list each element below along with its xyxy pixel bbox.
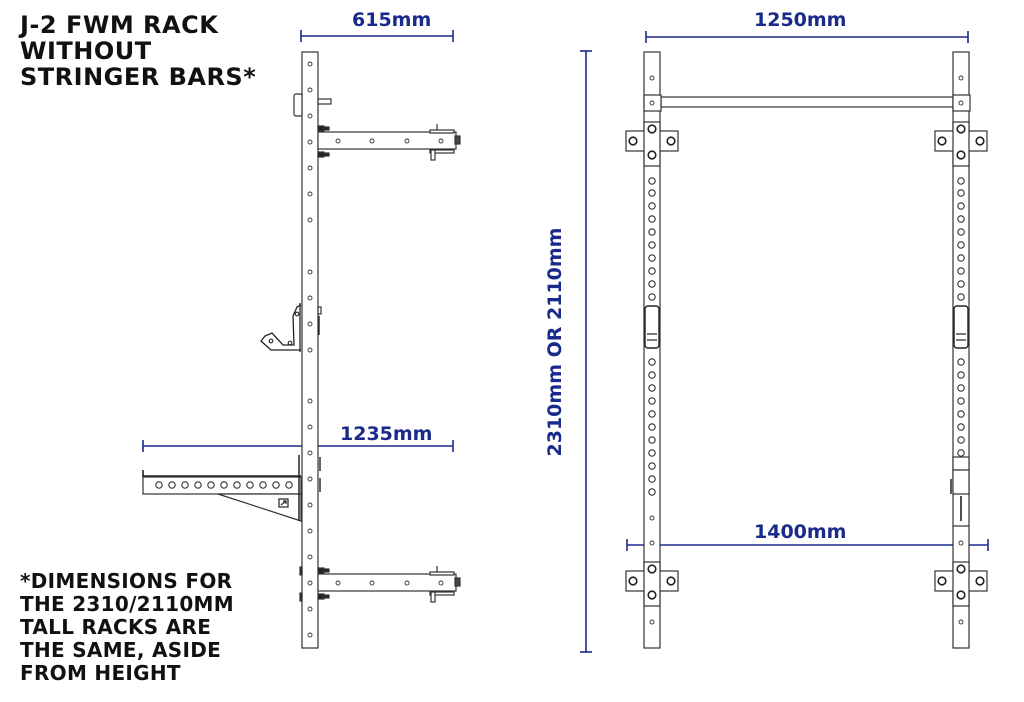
dimension-label-1250: 1250mm <box>754 9 847 31</box>
footnote-line-4: THE SAME, ASIDE <box>20 638 222 662</box>
diagram-title: J-2 FWM RACK WITHOUT STRINGER BARS* <box>20 12 256 90</box>
dimension-label-1400: 1400mm <box>754 521 847 543</box>
footnote-line-5: FROM HEIGHT <box>20 661 181 685</box>
dimension-label-615: 615mm <box>352 9 432 31</box>
left-upright <box>625 51 679 649</box>
bottom-wall-bracket <box>299 566 461 603</box>
title-line-3: STRINGER BARS* <box>20 63 257 91</box>
pull-up-bar <box>660 96 955 108</box>
footnote-line-2: THE 2310/2110MM <box>20 592 234 616</box>
spotter-arm <box>142 455 321 522</box>
j-hook <box>260 303 302 352</box>
title-line-1: J-2 FWM RACK <box>20 11 219 39</box>
footnote-line-1: *DIMENSIONS FOR <box>20 569 233 593</box>
front-view <box>625 51 988 649</box>
dimension-label-1235: 1235mm <box>340 423 433 445</box>
side-view <box>142 51 461 649</box>
title-line-2: WITHOUT <box>20 37 152 65</box>
top-wall-bracket <box>317 124 461 161</box>
right-upright <box>934 51 988 649</box>
height-footnote: *DIMENSIONS FOR THE 2310/2110MM TALL RAC… <box>20 570 234 685</box>
dimension-lines <box>142 30 989 653</box>
footnote-line-3: TALL RACKS ARE <box>20 615 212 639</box>
